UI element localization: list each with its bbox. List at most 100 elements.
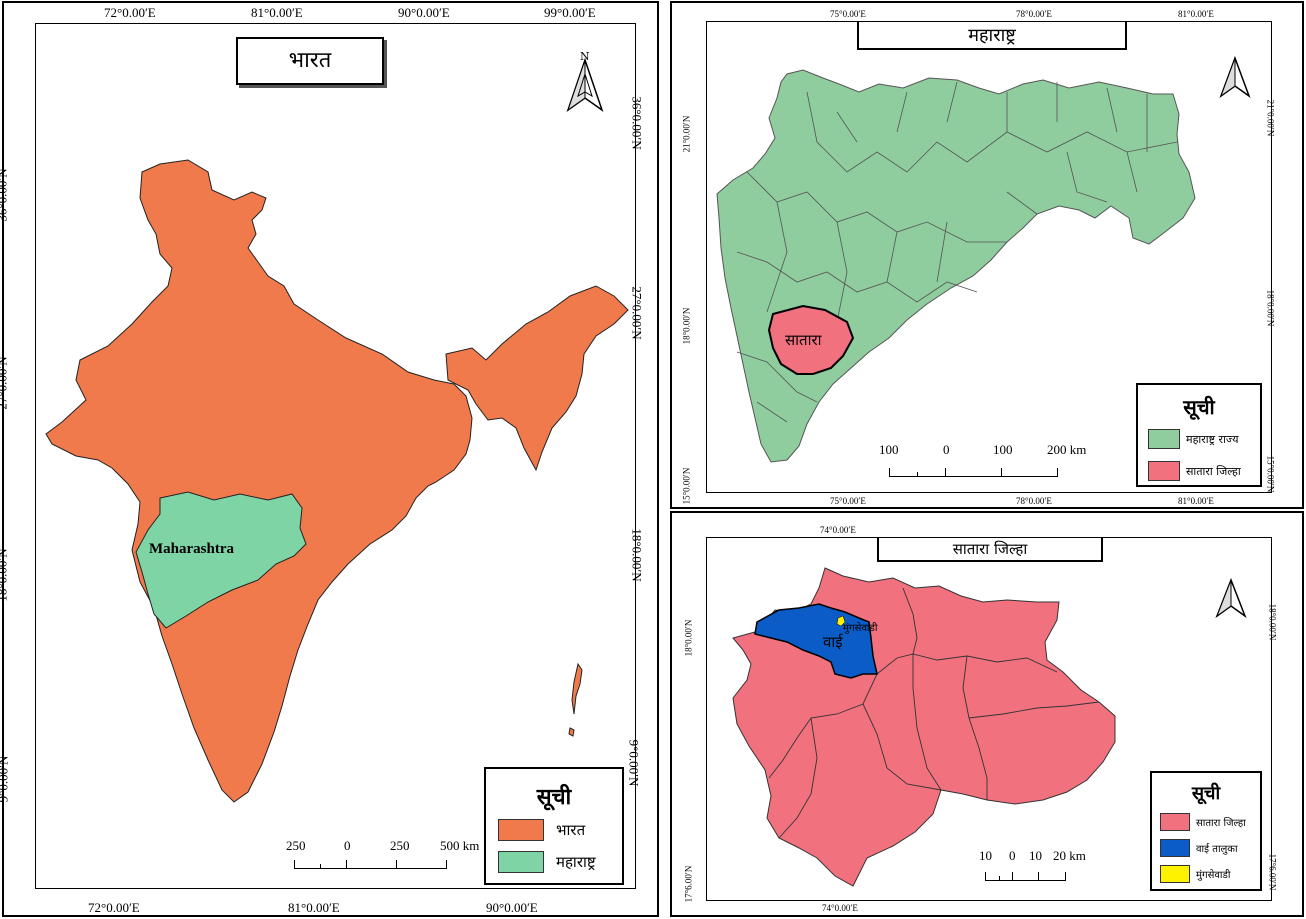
legend-label-wai-taluka: वाई तालुका — [1196, 844, 1238, 855]
india-scalebar: 250 0 250 500 km — [284, 836, 484, 876]
north-arrow-icon — [1215, 577, 1247, 619]
legend-item-satara-district: सातारा जिल्हा — [1160, 813, 1246, 831]
satara-district-shape — [767, 304, 855, 375]
maharashtra-map-title-text: महाराष्ट्र — [968, 25, 1016, 46]
scalebar-label-0: 10 — [979, 848, 992, 863]
scalebar-tick — [945, 468, 946, 477]
lat-label-right: 9°0.00′N — [626, 739, 642, 787]
mungsewadi-map-label: मुंगसेवाडी — [843, 623, 878, 634]
india-legend: सूची भारत महाराष्ट्र — [484, 767, 624, 885]
legend-label-satara-district: सातारा जिल्हा — [1186, 464, 1241, 478]
legend-title: सूची — [1183, 395, 1215, 419]
legend-label-maharashtra-state: महाराष्ट्र राज्य — [1186, 432, 1239, 446]
legend-title: सूची — [1191, 783, 1221, 804]
legend-item-mungsewadi: मुंगसेवाडी — [1160, 865, 1230, 883]
legend-label-maharashtra: महाराष्ट्र — [556, 853, 596, 871]
north-arrow-icon — [566, 57, 604, 112]
nicobar-island-shape — [568, 727, 575, 737]
lat-label-right: 17°6.00′N — [1267, 853, 1278, 891]
satara-taluka-lines — [768, 587, 1100, 839]
lat-label-right: 18°0.00′N — [629, 528, 645, 582]
legend-item-maharashtra-state: महाराष्ट्र राज्य — [1148, 429, 1239, 449]
lat-label-left: 18°0.00′N — [683, 619, 694, 657]
india-map-frame: Maharashtra N भारत 250 0 250 500 km — [35, 23, 636, 889]
india-northeast-shape — [445, 285, 629, 472]
lon-label-bottom: 74°0.00′E — [822, 903, 858, 913]
scalebar-tick — [1038, 872, 1039, 881]
lon-label-top: 74°0.00′E — [820, 525, 856, 535]
scalebar-label-1: 0 — [344, 838, 351, 853]
scalebar-tick — [985, 872, 986, 881]
legend-swatch-satara-district — [1148, 461, 1180, 481]
maharashtra-legend: सूची महाराष्ट्र राज्य सातारा जिल्हा — [1136, 383, 1262, 487]
legend-swatch-satara-district — [1160, 813, 1190, 831]
maharashtra-scalebar: 100 0 100 200 km — [875, 440, 1105, 480]
scalebar-tick — [999, 876, 1000, 881]
legend-swatch-maharashtra — [498, 851, 544, 873]
scalebar-tick — [446, 860, 447, 869]
scalebar-line — [889, 476, 1057, 477]
legend-label-mungsewadi: मुंगसेवाडी — [1196, 870, 1231, 881]
scalebar-tick — [346, 860, 347, 869]
scalebar-tick — [917, 472, 918, 477]
lon-label-top: 72°0.00′E — [104, 5, 156, 20]
lat-label-left: 15°0.00′N — [681, 467, 692, 505]
legend-item-maharashtra: महाराष्ट्र — [498, 851, 596, 873]
lon-label-bottom: 81°0.00′E — [1178, 496, 1214, 506]
lat-label-left: 17°6.00′N — [683, 865, 694, 903]
scalebar-label-3: 20 km — [1053, 848, 1086, 863]
scalebar-tick — [396, 860, 397, 869]
lon-label-bottom: 75°0.00′E — [830, 496, 866, 506]
lon-label-top: 75°0.00′E — [830, 9, 866, 19]
maharashtra-shape — [135, 491, 307, 629]
india-map-title: भारत — [236, 37, 384, 85]
lat-label-right: 21°0.00′N — [1265, 99, 1276, 137]
scalebar-label-2: 250 — [390, 838, 410, 853]
maharashtra-map-svg — [716, 55, 1251, 463]
scalebar-label-0: 100 — [879, 442, 899, 457]
lat-label-left: 9°0.00′N — [0, 755, 11, 803]
legend-item-india: भारत — [498, 819, 585, 841]
lat-label-left: 21°0.00′N — [681, 115, 692, 153]
lat-label-right: 27°0.00′N — [629, 286, 645, 340]
lat-label-left: 36°0.00′N — [0, 168, 10, 222]
scalebar-tick — [1001, 468, 1002, 477]
scalebar-line — [294, 868, 446, 869]
satara-map-title-text: सातारा जिल्हा — [952, 540, 1028, 558]
lon-label-bottom: 72°0.00′E — [88, 900, 140, 915]
scalebar-label-2: 100 — [993, 442, 1013, 457]
lat-label-right: 18°0.00′N — [1267, 603, 1278, 641]
scalebar-tick — [1065, 872, 1066, 881]
satara-map-title: सातारा जिल्हा — [877, 538, 1103, 562]
lon-label-bottom: 78°0.00′E — [1016, 496, 1052, 506]
scalebar-label-1: 0 — [943, 442, 950, 457]
scalebar-line — [985, 880, 1065, 881]
scalebar-label-3: 200 km — [1047, 442, 1087, 457]
scalebar-label-1: 0 — [1009, 848, 1016, 863]
lon-label-top: 99°0.00′E — [544, 5, 596, 20]
scalebar-tick — [1057, 468, 1058, 477]
lon-label-top: 90°0.00′E — [398, 5, 450, 20]
satara-scalebar: 10 0 10 20 km — [975, 846, 1115, 886]
legend-label-satara-district: सातारा जिल्हा — [1196, 818, 1246, 829]
legend-label-india: भारत — [556, 821, 586, 839]
lat-label-right: 15°0.00′N — [1265, 455, 1276, 493]
lat-label-left: 18°0.00′N — [0, 548, 10, 602]
india-map-title-text: भारत — [288, 48, 332, 73]
legend-item-wai-taluka: वाई तालुका — [1160, 839, 1238, 857]
satara-map-panel: वाई मुंगसेवाडी सातारा जिल्हा 10 0 10 20 … — [670, 511, 1304, 917]
maharashtra-map-label: Maharashtra — [149, 541, 234, 557]
india-shape — [45, 159, 473, 803]
scalebar-label-0: 250 — [286, 838, 306, 853]
wai-taluka-shape — [754, 603, 878, 679]
north-label: N — [580, 50, 590, 63]
scalebar-label-3: 500 km — [440, 838, 480, 853]
satara-legend: सूची सातारा जिल्हा वाई तालुका मुंगसेवाडी — [1150, 771, 1262, 891]
india-map-panel: Maharashtra N भारत 250 0 250 500 km सूची… — [0, 1, 659, 917]
maharashtra-map-title: महाराष्ट्र — [857, 22, 1127, 50]
andaman-islands-shape — [571, 662, 583, 715]
india-map-svg — [45, 57, 629, 803]
legend-swatch-india — [498, 819, 544, 841]
maharashtra-district-lines — [736, 81, 1178, 423]
lon-label-top: 81°0.00′E — [251, 5, 303, 20]
